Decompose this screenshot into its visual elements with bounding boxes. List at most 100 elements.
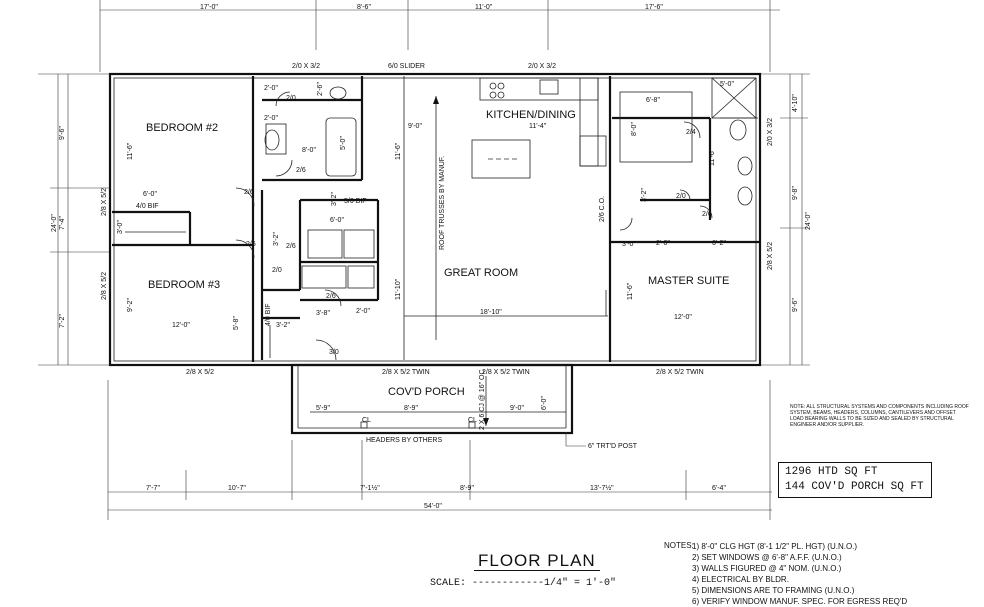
top-dim-3: 11'-0": [475, 4, 493, 11]
left-overall: 24'-0": [51, 214, 58, 232]
bedroom2-depth: 11'-6": [127, 142, 134, 160]
master-door-2-4: 2/4: [686, 129, 696, 136]
right-dim-2: 9'-8": [792, 186, 799, 200]
bottom-dimension-string: 7'-7" 10'-7" 7'-1½" 8'-9" 13'-7½" 6'-4" …: [107, 380, 772, 520]
bedroom3-width: 12'-0": [172, 322, 190, 329]
heated-area: 1296 HTD SQ FT: [785, 466, 878, 478]
door-swings: [235, 91, 713, 361]
linen-dim: 6'-0": [330, 217, 344, 224]
right-overall: 24'-0": [805, 212, 812, 230]
porch-post-note: 6" TRT'D POST: [588, 443, 638, 450]
top-dim-1: 17'-0": [200, 4, 218, 11]
notes-list: 1) 8'-0" CLG HGT (8'-1 1/2" PL. HGT) (U.…: [692, 541, 907, 607]
structural-note: NOTE: ALL STRUCTURAL SYSTEMS AND COMPONE…: [790, 404, 969, 428]
window-top-kitchen: 2/0 X 3/2: [528, 63, 556, 70]
title-underline: [474, 570, 600, 571]
master-wc-dim: 3'-2": [641, 188, 648, 202]
overall-width: 54'-0": [424, 503, 442, 510]
bottom-dim-6: 6'-4": [712, 485, 726, 492]
master-closet-dim: 5'-0": [720, 81, 734, 88]
trusses-note: ROOF TRUSSES BY MANUF.: [439, 156, 446, 250]
drawing-scale: SCALE: ------------1/4" = 1'-0": [430, 578, 617, 589]
porch-dim-1: 5'-9": [316, 405, 330, 412]
bottom-dim-2: 10'-7": [228, 485, 246, 492]
master-depth: 11'-6": [627, 282, 634, 300]
right-dim-3: 9'-6": [792, 298, 799, 312]
note-item: 1) 8'-0" CLG HGT (8'-1 1/2" PL. HGT) (U.…: [692, 542, 858, 551]
kitchen-width: 11'-4": [529, 123, 547, 130]
window-labels: 2/0 X 3/2 6/0 SLIDER 2/0 X 3/2 2/8 X 5/2…: [101, 63, 774, 376]
master-walk-dim: 11'-6": [709, 148, 716, 166]
room-bedroom-2: BEDROOM #2: [146, 122, 218, 134]
dim-3-2: 3'-2": [276, 322, 290, 329]
room-master-suite: MASTER SUITE: [648, 275, 729, 287]
porch-depth: 6'-0": [541, 396, 548, 410]
window-bottom-great-1: 2/8 X 5/2 TWIN: [382, 369, 430, 376]
window-bottom-master: 2/8 X 5/2 TWIN: [656, 369, 704, 376]
top-dim-4: 17'-6": [645, 4, 663, 11]
window-left-bedroom3: 2/8 X 5/2: [101, 272, 108, 300]
kitchen-depth: 9'-0": [408, 123, 422, 130]
note-item: 3) WALLS FIGURED @ 4" NOM. (U.N.O.): [692, 564, 842, 573]
w-h: 3'-2": [273, 232, 280, 246]
master-bath-dim: 6'-8": [646, 97, 660, 104]
door-2-6-b: 2/6: [246, 241, 256, 248]
tub-dim: 5'-0": [340, 136, 347, 150]
bottom-dim-1: 7'-7": [146, 485, 160, 492]
window-top-bath: 2/0 X 3/2: [292, 63, 320, 70]
window-left-bedroom2: 2/8 X 5/2: [101, 188, 108, 216]
left-dim-3: 7'-2": [59, 314, 66, 328]
dim-2-0-b: 2'-0": [264, 115, 278, 122]
area-summary-box: 1296 HTD SQ FT 144 COV'D PORCH SQ FT: [778, 462, 932, 498]
master-small-dim: 3'-0": [622, 241, 636, 248]
master-width: 12'-0": [674, 314, 692, 321]
porch-cl-1: CL: [362, 417, 371, 424]
notes-label: NOTES:: [664, 541, 694, 550]
master-door-2-6: 2/6: [702, 211, 712, 218]
great-depth: 11'-6": [395, 142, 402, 160]
window-right-master-bath: 2/0 X 3/2: [767, 118, 774, 146]
bottom-dim-3: 7'-1½": [360, 484, 380, 492]
master-hall-dim: 2'-0": [656, 240, 670, 247]
laundry-dim: 3'-8": [316, 310, 330, 317]
window-slider: 6/0 SLIDER: [388, 63, 425, 70]
room-labels: BEDROOM #2 BEDROOM #3 KITCHEN/DINING GRE…: [146, 109, 729, 398]
front-door: 3/0: [329, 349, 339, 356]
door-2-6-c: 2/6: [296, 167, 306, 174]
interior-dimension-labels: 11'-6" 12'-0" 9'-2" 6'-0" 4/0 BIF 3'-0" …: [117, 81, 734, 356]
great-width: 18'-10": [480, 309, 502, 316]
closet-b2-dim: 6'-0": [143, 191, 157, 198]
note-item: 2) SET WINDOWS @ 6'-8" A.F.F. (U.N.O.): [692, 553, 842, 562]
porch-dim-2: 8'-9": [404, 405, 418, 412]
porch-headers-note: HEADERS BY OTHERS: [366, 437, 442, 444]
bedroom3-depth: 9'-2": [127, 298, 134, 312]
door-2-0-b: 2/0: [272, 267, 282, 274]
interior-walls: [112, 76, 760, 362]
window-right-master: 2/8 X 5/2: [767, 242, 774, 270]
pantry-cased-opening: 2/6 C.O.: [599, 196, 606, 222]
closet-b2-bif: 4/0 BIF: [136, 203, 159, 210]
porch-cl-2: CL: [468, 417, 477, 424]
room-kitchen-dining: KITCHEN/DINING: [486, 109, 576, 121]
right-dim-1: 4'-10": [792, 94, 799, 112]
linen-bif: 5/0 BIF: [344, 198, 367, 205]
right-dimension-string: 4'-10" 9'-8" 9'-6" 24'-0": [760, 73, 812, 366]
master-bath-depth: 8'-0": [631, 122, 638, 136]
porch-dim-3: 9'-0": [510, 405, 524, 412]
master-hall-dim-2: 6'-2": [712, 240, 726, 247]
note-item: 5) DIMENSIONS ARE TO FRAMING (U.N.O.): [692, 586, 855, 595]
bottom-dim-4: 8'-9": [460, 485, 474, 492]
room-covered-porch: COV'D PORCH: [388, 386, 465, 398]
master-door-2-0: 2/0: [676, 193, 686, 200]
room-great-room: GREAT ROOM: [444, 267, 518, 279]
window-bottom-bedroom3: 2/8 X 5/2: [186, 369, 214, 376]
covered-porch: 5'-9" 8'-9" 9'-0" 6'-0" 2 X 6 CJ @ 16" O…: [290, 363, 638, 450]
drawing-title: FLOOR PLAN: [478, 551, 596, 570]
dim-2-6: 2'-6": [317, 82, 324, 96]
note-item: 6) VERIFY WINDOW MANUF. SPEC. FOR EGRESS…: [692, 597, 908, 606]
laundry-door: 2/6: [326, 293, 336, 300]
room-bedroom-3: BEDROOM #3: [148, 279, 220, 291]
top-dim-2: 8'-6": [357, 4, 371, 11]
porch-area: 144 COV'D PORCH SQ FT: [785, 481, 924, 493]
